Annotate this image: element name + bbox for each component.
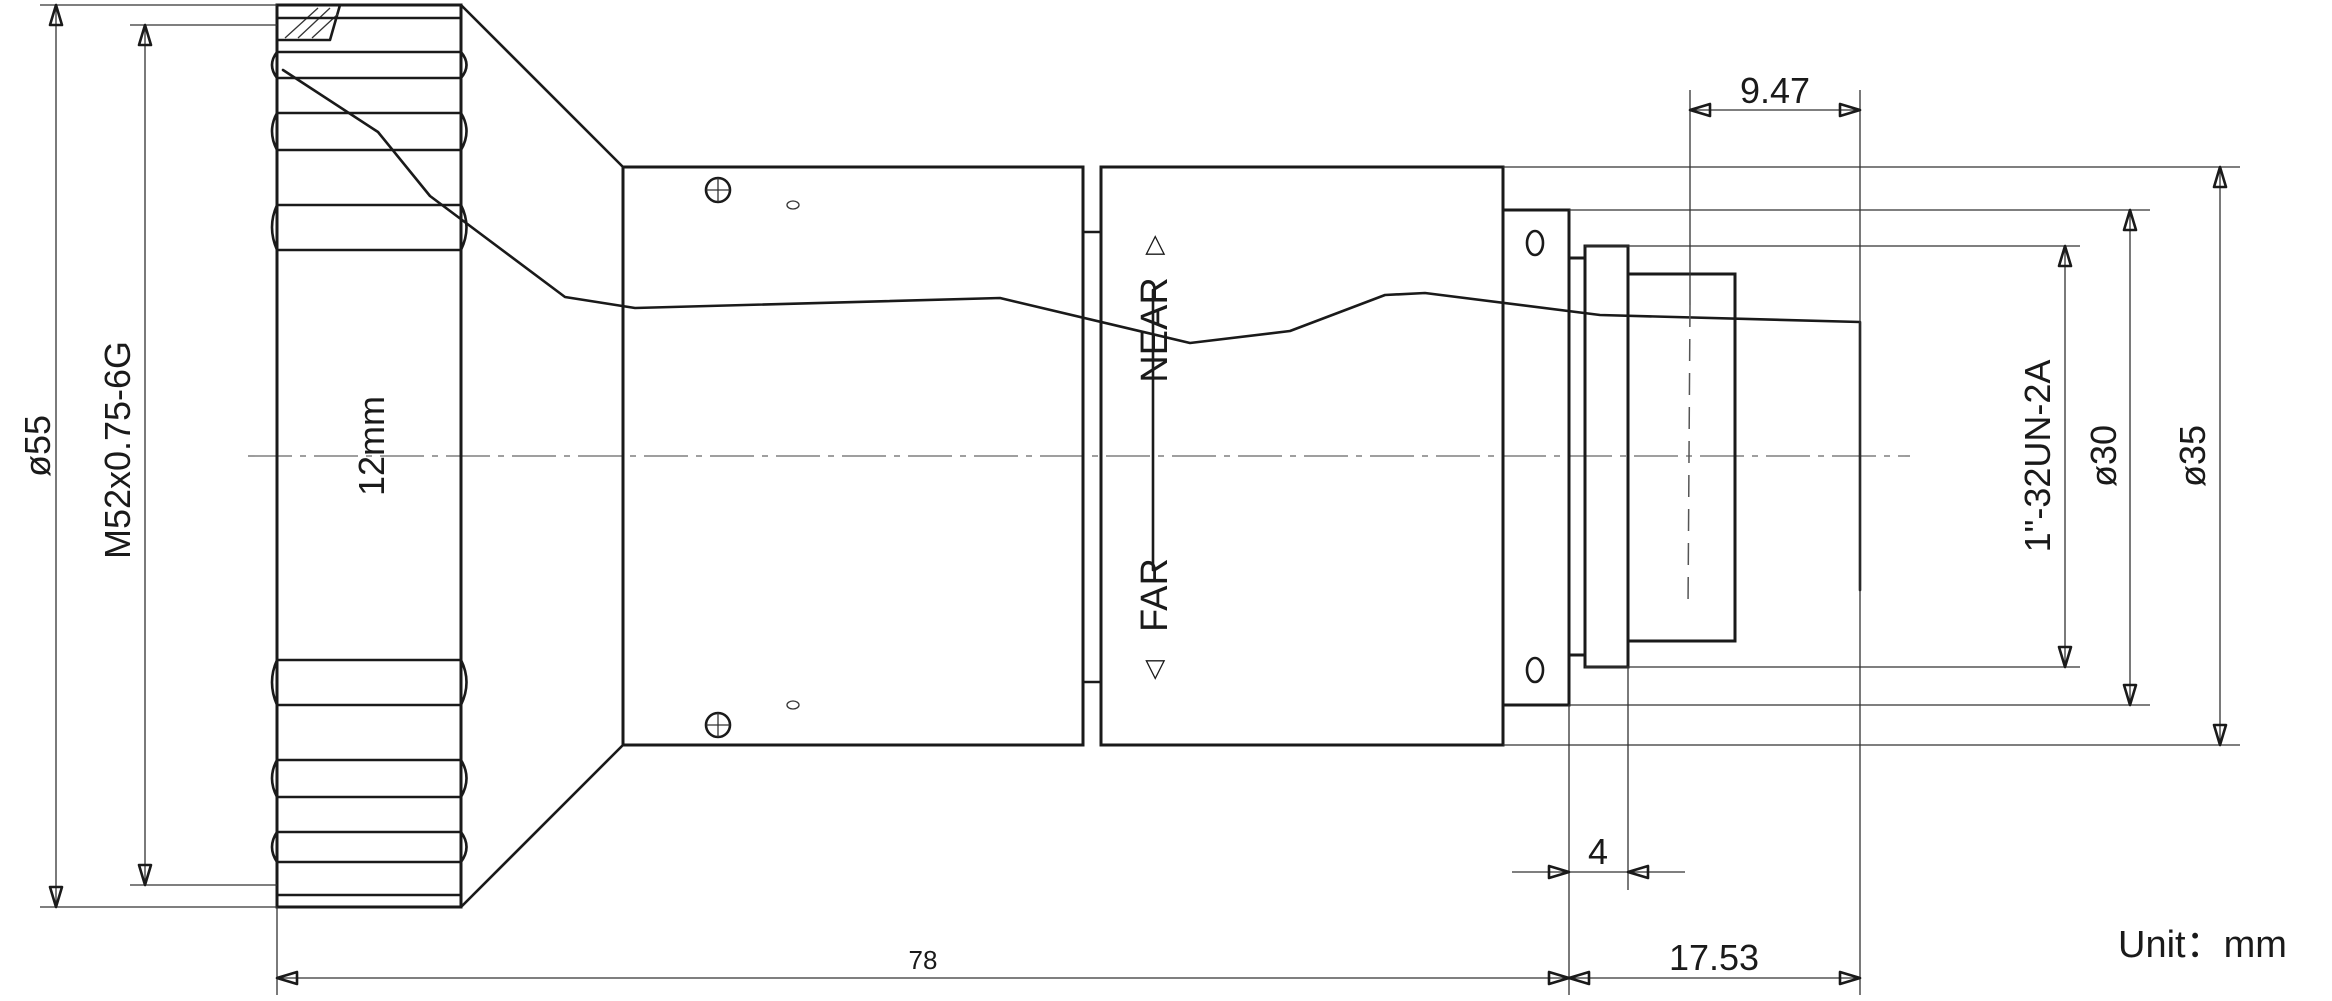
dim-flange-width: 12mm xyxy=(351,396,392,496)
dim-rear-offset: 9.47 xyxy=(1740,70,1810,111)
extension-lines xyxy=(40,4,2240,995)
far-arrow-icon: ◁ xyxy=(1138,660,1168,680)
section-break-line xyxy=(281,68,1862,592)
dim-flange-back: 17.53 xyxy=(1669,937,1759,978)
near-label: NEAR xyxy=(1134,277,1176,383)
unit-label: Unit：mm xyxy=(2118,924,2287,966)
dim-mount-width: 4 xyxy=(1588,831,1608,872)
dim-filter-thread: M52x0.75-6G xyxy=(97,341,138,559)
barrel-gap xyxy=(1081,230,1103,684)
dim-rear-diameter: ø30 xyxy=(2083,425,2124,487)
hidden-line xyxy=(1687,304,1691,611)
barrel-section-1 xyxy=(621,165,1085,747)
near-arrow-icon: ▷ xyxy=(1138,235,1168,255)
dim-mount-thread: 1"-32UN-2A xyxy=(2017,360,2058,553)
dim-outer-diameter: ø55 xyxy=(17,415,58,477)
rear-mount xyxy=(1501,208,1737,707)
front-taper xyxy=(459,3,625,909)
screw-icon xyxy=(704,176,800,210)
screw-icon xyxy=(704,700,800,739)
dim-total-length: 78 xyxy=(909,945,938,975)
dimension-lines xyxy=(48,3,2228,986)
front-flange xyxy=(270,3,468,909)
dim-mount-diameter: ø35 xyxy=(2172,425,2213,487)
far-label: FAR xyxy=(1134,558,1176,632)
